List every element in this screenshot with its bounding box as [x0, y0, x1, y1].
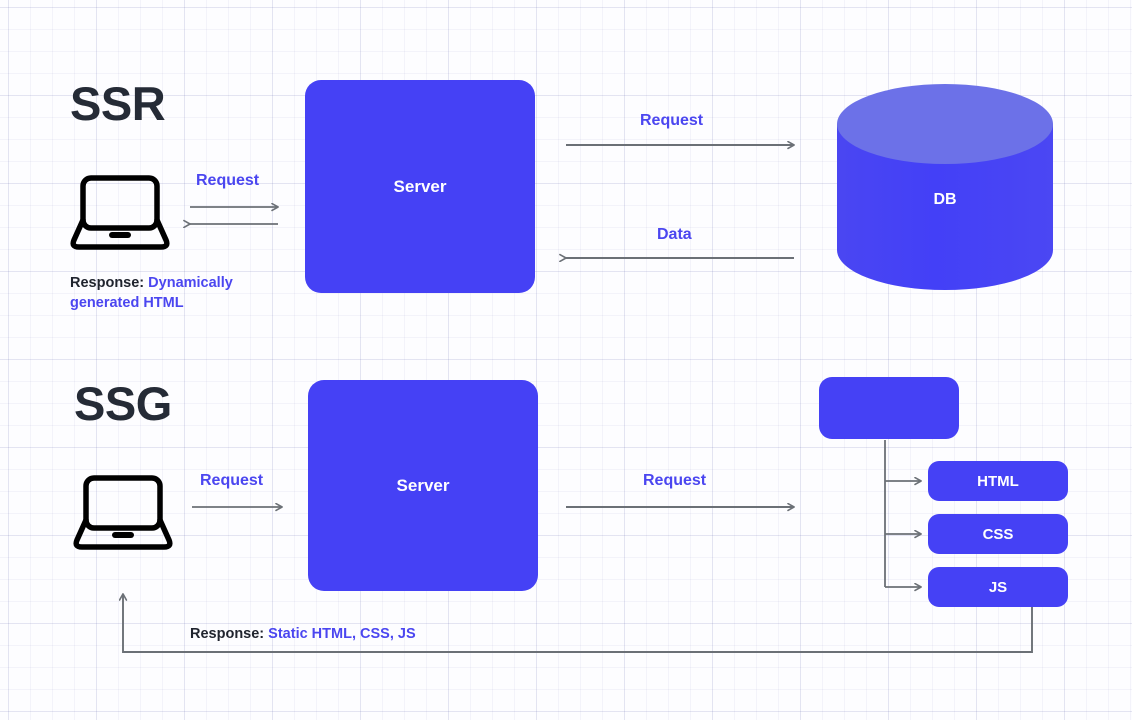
ssg-asset-box-html[interactable]: HTML — [928, 461, 1068, 501]
ssg-asset-label-js: JS — [988, 578, 1008, 596]
ssg-asset-label-html: HTML — [977, 472, 1019, 490]
ssg-server-label: Server — [396, 475, 450, 495]
ssr-response-note: Response: Dynamically generated HTML — [70, 274, 250, 313]
ssg-server-box[interactable]: Server — [308, 380, 538, 591]
ssg-response-prefix: Response: — [190, 626, 269, 642]
ssr-response-prefix: Response: — [70, 275, 149, 291]
ssr-section-title: SSR — [70, 77, 166, 130]
ssr-server-box[interactable]: Server — [305, 80, 535, 293]
database-cylinder — [837, 84, 1053, 290]
ssg-asset-box-js[interactable]: JS — [928, 567, 1068, 607]
ssr-db-request-label: Request — [640, 112, 704, 129]
ssg-asset-fanout-connector — [884, 440, 921, 587]
ssg-section-title: SSG — [74, 377, 172, 430]
laptop-icon — [73, 475, 173, 550]
ssg-client-request-label: Request — [200, 472, 264, 489]
ssg-asset-box-css[interactable]: CSS — [928, 514, 1068, 554]
database-label: DB — [933, 191, 957, 208]
ssg-build-output-box[interactable] — [819, 377, 959, 439]
ssr-client-request-label: Request — [196, 172, 260, 189]
laptop-icon — [70, 175, 170, 250]
ssr-server-label: Server — [393, 176, 447, 196]
ssg-response-value: Static HTML, CSS, JS — [268, 626, 416, 642]
ssr-response-value: Dynamically generated HTML — [70, 275, 233, 311]
ssg-response-note: Response: Static HTML, CSS, JS — [190, 625, 416, 645]
ssr-db-data-label: Data — [657, 226, 692, 243]
ssg-asset-label-css: CSS — [982, 525, 1014, 543]
ssg-build-request-label: Request — [643, 472, 707, 489]
